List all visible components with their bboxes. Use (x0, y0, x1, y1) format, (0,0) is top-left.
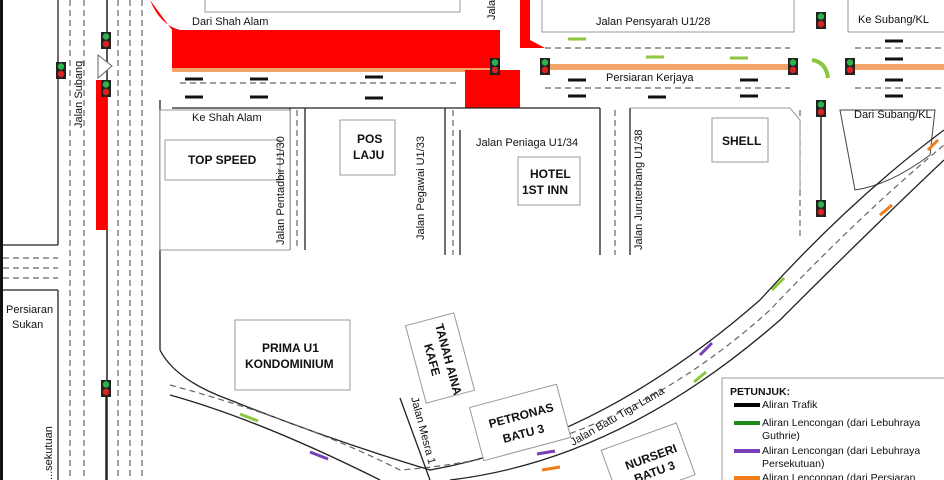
legend-item-persekutuan: Aliran Lencongan (dari Lebuhraya (762, 445, 920, 457)
building-pos-laju (339, 119, 396, 176)
label-hotel: HOTEL (530, 167, 571, 181)
label-persiaran: Persiaran (6, 304, 53, 316)
persiaran-kerjaya-road (172, 37, 944, 109)
label-jalan-pegawai: Jalan Pegawai U1/33 (415, 136, 427, 240)
label-kondominium: KONDOMINIUM (245, 357, 334, 371)
legend-item-traffic: Aliran Trafik (762, 399, 818, 411)
persiaran-sukan-road (3, 244, 58, 291)
legend-item-persekutuan-2: Persekutuan) (762, 458, 824, 470)
label-laju: LAJU (353, 148, 384, 162)
label-persiaran-kerjaya: Persiaran Kerjaya (606, 72, 694, 84)
label-top-speed: TOP SPEED (188, 153, 257, 167)
label-jalan-pentadbir: Jalan Pentadbir U1/30 (275, 136, 287, 245)
road-closure-block (465, 70, 520, 108)
label-jalan-juruterbang: Jalan Juruterbang U1/38 (633, 130, 645, 250)
side-roads (289, 108, 801, 255)
frame-border (0, 0, 3, 480)
label-prima: PRIMA U1 (262, 341, 319, 355)
label-pos: POS (357, 132, 382, 146)
jalan-mesra-road (399, 397, 431, 480)
building-corner (847, 0, 944, 33)
label-shell: SHELL (722, 134, 761, 148)
label-1st-inn: 1ST INN (522, 183, 568, 197)
label-jalan-peniaga: Jalan Peniaga U1/34 (476, 137, 578, 149)
label-dari-shah-alam: Dari Shah Alam (192, 16, 268, 28)
building-nurseri (600, 422, 696, 480)
label-dari-subang-kl: Dari Subang/KL (854, 109, 932, 121)
label-ke-shah-alam: Ke Shah Alam (192, 112, 262, 124)
road-closure-junction (520, 0, 545, 48)
label-persekutuan: ...sekutuan (43, 426, 55, 480)
building-top-right (541, 0, 795, 33)
slip-road-island (839, 109, 936, 191)
building-tanah-aina (404, 312, 476, 404)
road-closure-strip (96, 80, 107, 230)
building-shell (711, 117, 769, 163)
legend-item-guthrie: Aliran Lencongan (dari Lebuhraya (762, 417, 920, 429)
label-jalan-pensyarah: Jalan Pensyarah U1/28 (596, 16, 710, 28)
building-prima (234, 319, 351, 391)
label-jalan-top: Jalan (486, 0, 498, 20)
building-hotel (517, 156, 581, 206)
building-top (204, 0, 461, 13)
legend: PETUNJUK: Aliran Trafik Aliran Lencongan… (721, 377, 944, 480)
label-jalan-subang: Jalan Subang (73, 61, 85, 128)
road-closure-top (150, 0, 500, 70)
building-petronas (468, 383, 572, 462)
traffic-lights (56, 12, 855, 397)
legend-item-guthrie-2: Guthrie) (762, 430, 800, 442)
building-top-speed (164, 139, 281, 181)
label-ke-subang-kl: Ke Subang/KL (858, 14, 929, 26)
legend-title: PETUNJUK: (730, 386, 790, 398)
legend-item-persiaran: Aliran Lencongan (dari Persiaran (762, 472, 916, 480)
label-sukan: Sukan (12, 319, 43, 331)
